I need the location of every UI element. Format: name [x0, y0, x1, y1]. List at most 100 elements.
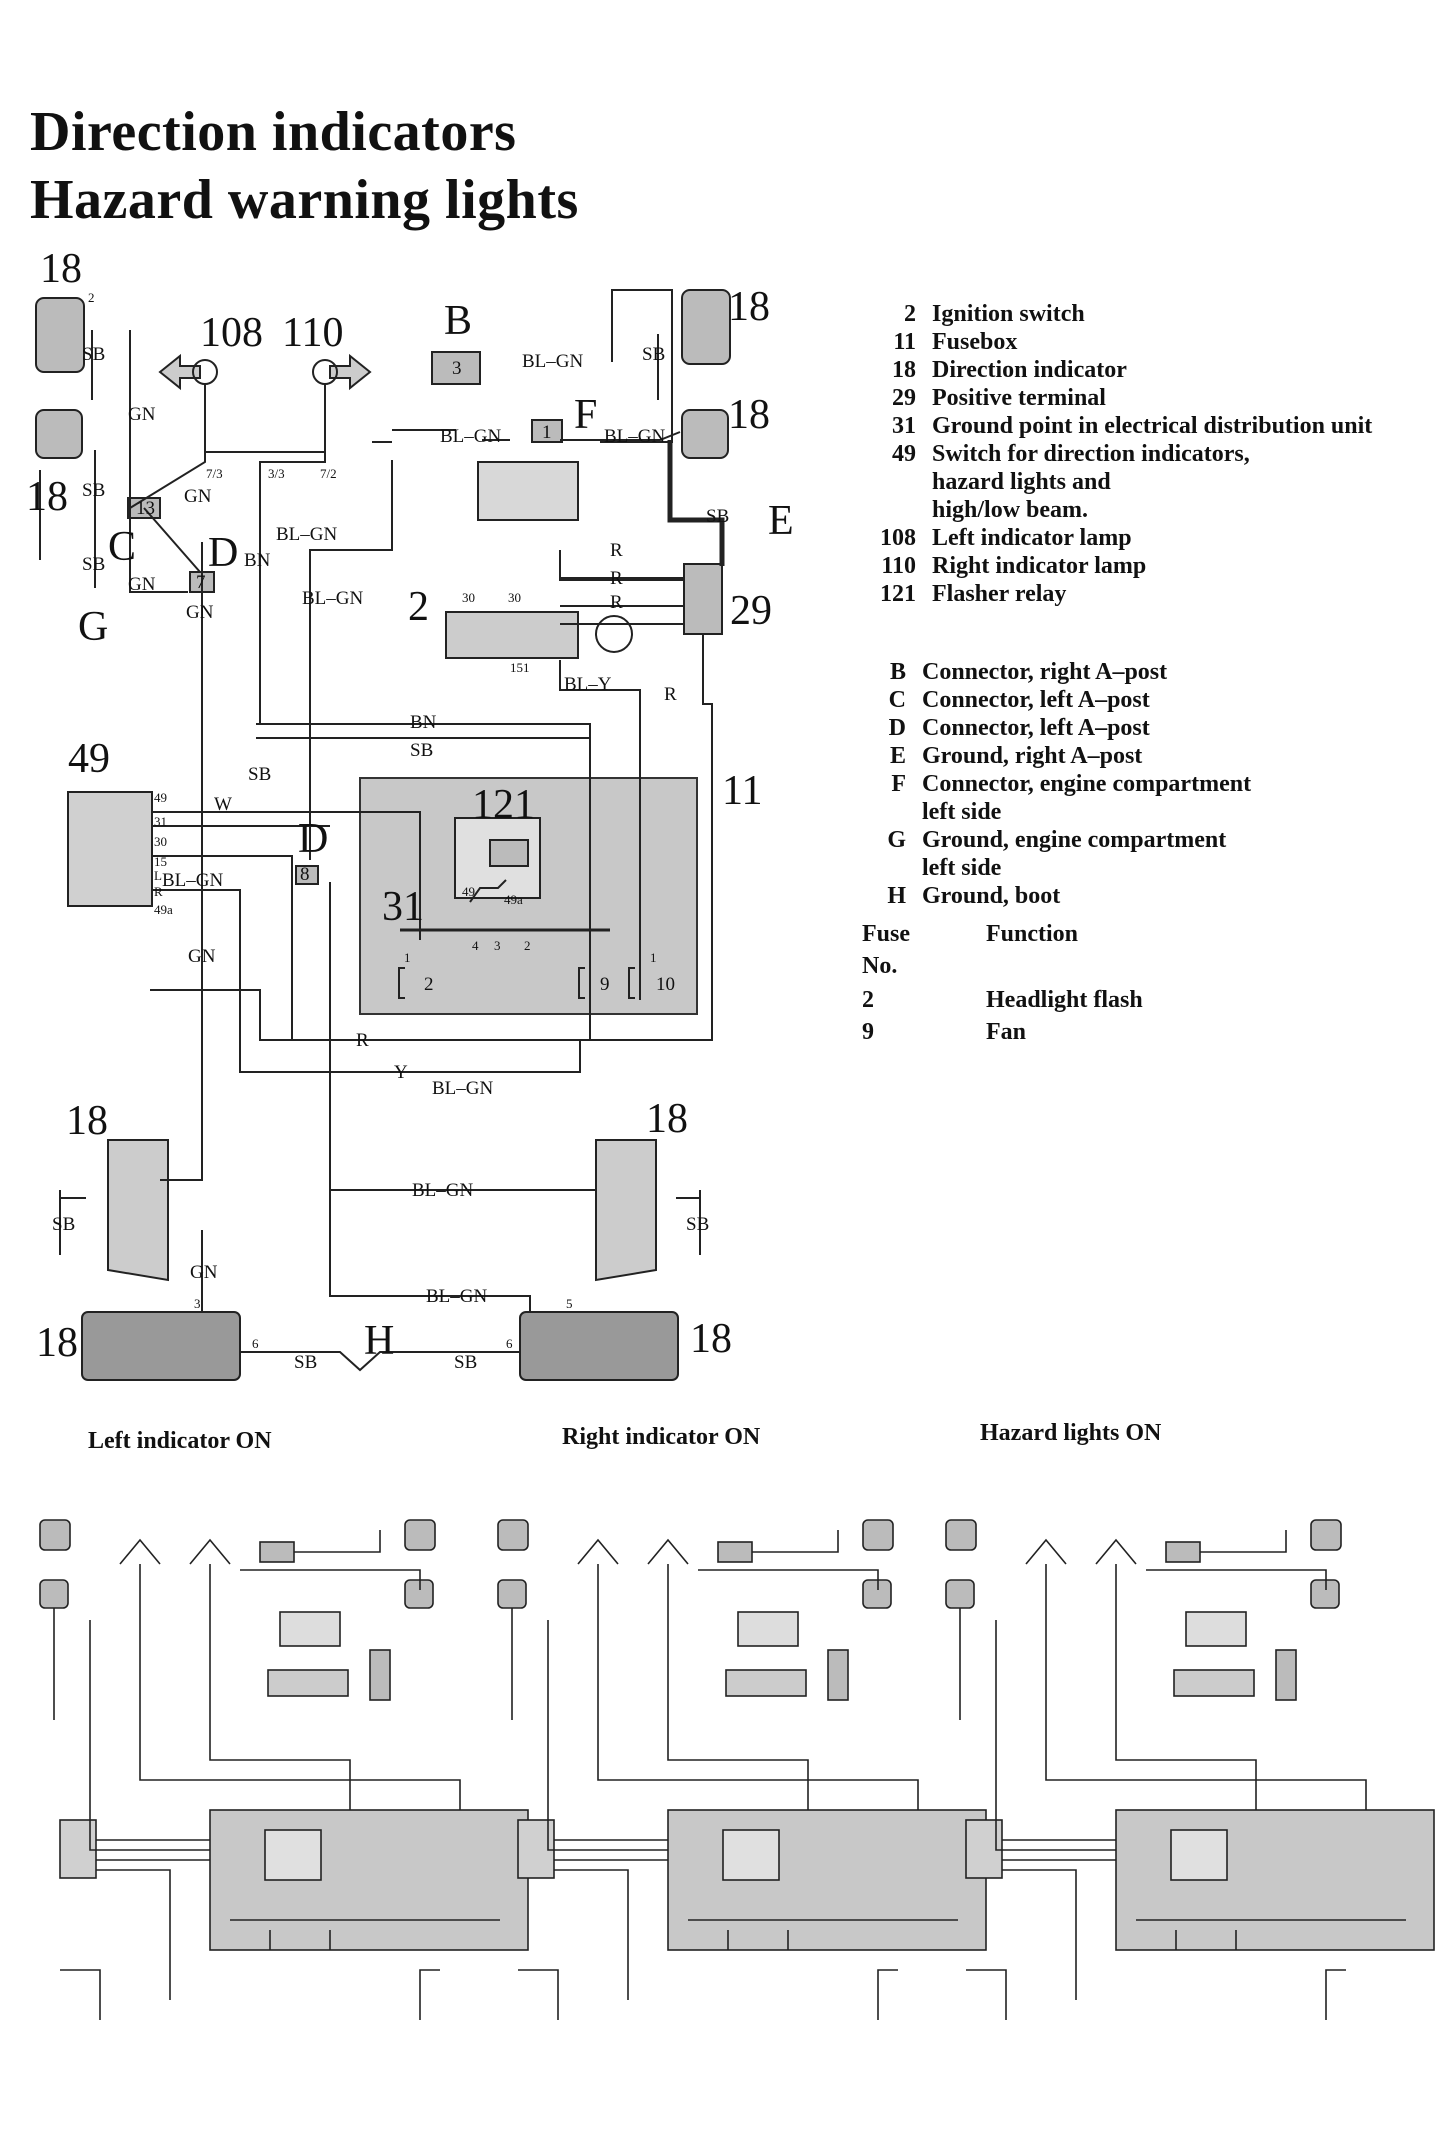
connector-7: 7 — [196, 572, 206, 593]
connector-letter: H — [887, 883, 906, 909]
component-text: Left indicator lamp — [932, 525, 1132, 551]
component-text: Direction indicator — [932, 357, 1127, 383]
lamp-pin-6a: 6 — [252, 1336, 259, 1351]
component-number: 31 — [892, 413, 916, 439]
caption-right-indicator: Right indicator ON — [562, 1424, 761, 1450]
connector-row: left side — [846, 798, 1251, 826]
label-18-rear-right: 18 — [690, 1316, 732, 1362]
component-text: Switch for direction indicators, — [932, 441, 1250, 467]
wire-bly: BL–Y — [564, 674, 612, 695]
wire-sb-9: SB — [686, 1214, 709, 1235]
component-text: Ignition switch — [932, 301, 1085, 327]
wire-gn-5: GN — [188, 946, 216, 967]
label-18-top-right: 18 — [728, 284, 770, 330]
wire-sb-10: SB — [294, 1352, 317, 1373]
connector-letter: F — [891, 771, 906, 797]
caption-left-indicator: Left indicator ON — [88, 1428, 272, 1454]
label-2: 2 — [408, 584, 429, 630]
connector-letter: B — [889, 659, 906, 685]
relay-pin-4: 4 — [472, 938, 479, 953]
connector-letter: D — [888, 715, 906, 741]
label-49: 49 — [68, 736, 110, 782]
fuse-header-no: Fuse — [862, 921, 910, 947]
component-number: 121 — [880, 581, 916, 607]
wire-blgn-4: BL–GN — [276, 524, 338, 545]
pin-151: 151 — [510, 660, 530, 675]
connector-text: Connector, left A–post — [922, 687, 1150, 713]
term-3-3: 3/3 — [268, 466, 285, 481]
connector-row: C Connector, left A–post — [846, 686, 1251, 714]
label-G: G — [78, 604, 108, 650]
wire-gn-2: GN — [184, 486, 212, 507]
page-title-line1: Direction indicators — [30, 101, 517, 163]
wire-bn-1: BN — [244, 550, 271, 571]
wire-sb-1: SB — [82, 344, 105, 365]
label-18-right: 18 — [728, 392, 770, 438]
component-text: Flasher relay — [932, 581, 1067, 607]
label-29: 29 — [730, 588, 772, 634]
wire-sb-7: SB — [410, 740, 433, 761]
wire-r-3: R — [610, 592, 623, 613]
connector-8: 8 — [300, 864, 310, 885]
wire-r-1: R — [610, 540, 623, 561]
relay-pin-49: 49 — [462, 884, 475, 899]
wire-bn-2: BN — [410, 712, 437, 733]
wire-r-4: R — [664, 684, 677, 705]
component-number: 49 — [892, 441, 916, 467]
relay-pin-3: 3 — [494, 938, 501, 953]
label-D-top: D — [208, 530, 238, 576]
wire-blgn-7: BL–GN — [432, 1078, 494, 1099]
component-text: Ground point in electrical distribution … — [932, 413, 1373, 439]
wire-gn-4: GN — [186, 602, 214, 623]
fuse-pin-1a: 1 — [404, 950, 411, 965]
label-18-mid-left: 18 — [66, 1098, 108, 1144]
relay-pin-2: 2 — [524, 938, 531, 953]
switch-pin-30: 30 — [154, 834, 167, 849]
wire-blgn-6: BL–GN — [162, 870, 224, 891]
wire-blgn-1: BL–GN — [522, 351, 584, 372]
component-row: 11 Fusebox — [846, 328, 1372, 356]
label-11: 11 — [722, 768, 762, 814]
component-row: high/low beam. — [846, 496, 1372, 524]
wire-r-2: R — [610, 568, 623, 589]
wire-y: Y — [394, 1062, 408, 1083]
wire-blgn-5: BL–GN — [302, 588, 364, 609]
label-121: 121 — [472, 782, 535, 828]
label-H: H — [364, 1318, 394, 1364]
connector-row: left side — [846, 854, 1251, 882]
component-number: 11 — [893, 329, 916, 355]
relay-pin-49a: 49a — [504, 892, 523, 907]
wire-blgn-9: BL–GN — [426, 1286, 488, 1307]
wire-gn-1: GN — [128, 404, 156, 425]
wire-sb-11: SB — [454, 1352, 477, 1373]
fuse-9: 9 — [600, 974, 610, 995]
switch-pin-15: 15 — [154, 854, 167, 869]
component-text: Fusebox — [932, 329, 1018, 355]
label-18-mid-right: 18 — [646, 1096, 688, 1142]
switch-pin-49a: 49a — [154, 902, 173, 917]
connector-text: Connector, right A–post — [922, 659, 1168, 685]
wire-blgn-8: BL–GN — [412, 1180, 474, 1201]
connector-text: left side — [922, 855, 1002, 881]
label-E: E — [768, 498, 794, 544]
connector-13: 13 — [136, 498, 155, 519]
lamp-pin-5: 5 — [566, 1296, 573, 1311]
wire-gn-3: GN — [128, 574, 156, 595]
component-text: Right indicator lamp — [932, 553, 1147, 579]
wire-r-5: R — [356, 1030, 369, 1051]
connector-letter: C — [888, 687, 906, 713]
fuse-row-no: 9 — [862, 1019, 874, 1045]
label-C: C — [108, 524, 136, 570]
fuse-pin-1b: 1 — [650, 950, 657, 965]
wire-blgn-3: BL–GN — [604, 426, 666, 447]
